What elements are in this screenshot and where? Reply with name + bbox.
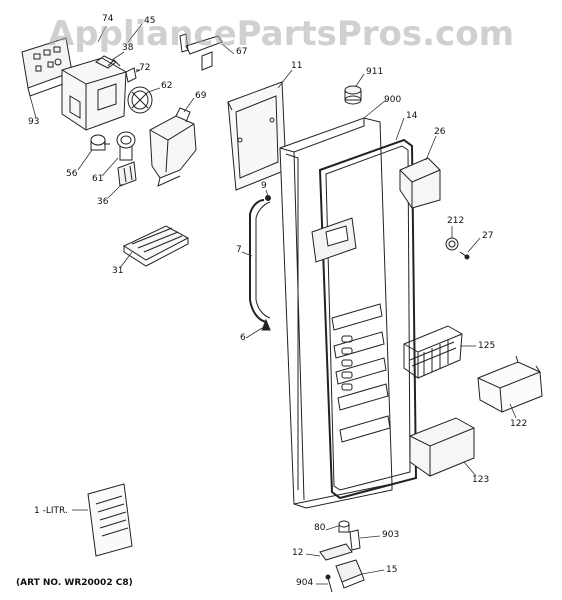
callout-123: 123 xyxy=(472,475,490,485)
callout-80: 80 xyxy=(314,523,326,533)
part-212-knob xyxy=(445,237,459,251)
part-900-door-outer xyxy=(279,117,393,509)
art-number-caption: (ART NO. WR20002 C8) xyxy=(16,578,133,588)
callout-14: 14 xyxy=(406,111,418,121)
part-62-ring xyxy=(127,86,153,114)
part-61-solenoid xyxy=(116,131,136,161)
door-bins-column xyxy=(341,335,353,391)
watermark-logo: AppliancePartsPros.com xyxy=(47,14,514,54)
part-31-grille xyxy=(122,225,190,267)
callout-6: 6 xyxy=(240,333,246,343)
callout-12: 12 xyxy=(292,548,304,558)
callout-11: 11 xyxy=(291,61,303,71)
callout-900: 900 xyxy=(384,95,402,105)
part-72-clip xyxy=(125,67,140,83)
callout-72: 72 xyxy=(139,63,151,73)
dispenser-cavity xyxy=(311,217,357,263)
callout-122: 122 xyxy=(510,419,528,429)
part-6-screw xyxy=(261,318,271,331)
part-125-wire-basket xyxy=(403,325,463,379)
callout-45: 45 xyxy=(144,16,156,26)
part-26-door-bin xyxy=(399,157,441,209)
part-15-actuator xyxy=(335,559,365,589)
part-12-plate xyxy=(319,543,353,561)
part-903-tube xyxy=(349,529,361,551)
part-9-screw xyxy=(265,195,271,201)
callout-62: 62 xyxy=(161,81,173,91)
callout-93: 93 xyxy=(28,117,40,127)
part-123-door-bin xyxy=(409,417,475,477)
manual-callout-label: 1 -LITR. xyxy=(34,506,68,516)
part-27-screw xyxy=(459,251,470,260)
callout-15: 15 xyxy=(386,565,398,575)
part-14-door-gasket xyxy=(318,138,418,500)
callout-7: 7 xyxy=(236,245,242,255)
leader-lines xyxy=(29,23,517,585)
part-7-door-handle xyxy=(249,199,271,323)
callout-212: 212 xyxy=(447,216,465,226)
part-67-bracket xyxy=(179,33,223,71)
callout-26: 26 xyxy=(434,127,446,137)
part-56-fitting xyxy=(90,134,110,151)
callout-27: 27 xyxy=(482,231,494,241)
callout-61: 61 xyxy=(92,174,104,184)
part-11-dispenser-panel xyxy=(227,81,287,191)
part-36-switch xyxy=(117,161,137,187)
callout-36: 36 xyxy=(97,197,109,207)
owners-manual xyxy=(87,483,133,557)
callout-69: 69 xyxy=(195,91,207,101)
part-911-cap xyxy=(344,85,362,105)
callout-31: 31 xyxy=(112,266,124,276)
callout-74: 74 xyxy=(102,14,114,24)
callout-904: 904 xyxy=(296,578,314,588)
callout-56: 56 xyxy=(66,169,78,179)
callout-67: 67 xyxy=(236,47,248,57)
callout-9: 9 xyxy=(261,181,267,191)
part-69-crusher-housing xyxy=(149,107,197,187)
part-122-bin-frame xyxy=(477,355,543,413)
callout-125: 125 xyxy=(478,341,496,351)
door-inner-shelves xyxy=(331,303,391,443)
part-904-screw xyxy=(325,574,333,593)
callout-903: 903 xyxy=(382,530,400,540)
auger-motor-housing xyxy=(61,55,127,131)
callout-911: 911 xyxy=(366,67,384,77)
callout-38: 38 xyxy=(122,43,134,53)
part-80-fitting xyxy=(338,520,350,533)
